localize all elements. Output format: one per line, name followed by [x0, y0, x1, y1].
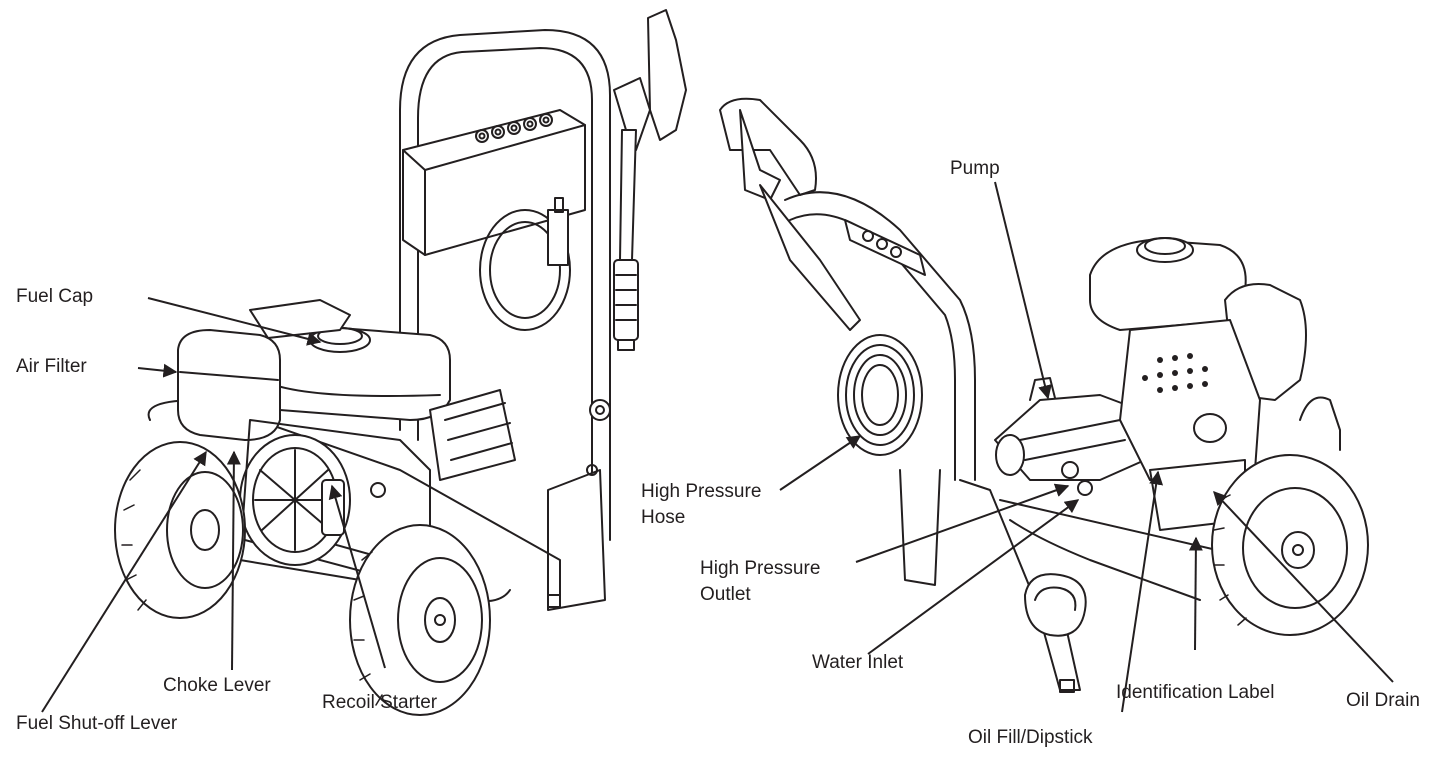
spray-gun-left [613, 9, 687, 351]
leader-fuel-shutoff [41, 450, 207, 713]
label-choke-lever: Choke Lever [163, 675, 271, 696]
wheel-left-front [114, 441, 246, 619]
leader-fuel-cap [147, 297, 322, 346]
label-high-pressure-outlet-line1: High Pressure [700, 558, 821, 579]
leader-hp-hose [779, 435, 862, 491]
frame-handle-outer [399, 29, 611, 541]
leader-pump [994, 181, 1052, 400]
label-recoil-starter: Recoil Starter [322, 692, 438, 713]
leader-recoil [328, 484, 386, 669]
hose-reel-right [837, 334, 923, 456]
leader-choke [226, 450, 241, 671]
label-fuel-shutoff-lever: Fuel Shut-off Lever [16, 713, 178, 734]
label-high-pressure-hose-line2: Hose [641, 507, 686, 528]
leader-air-filter [137, 363, 178, 378]
label-pump: Pump [950, 158, 1000, 179]
hose-reel-left [479, 209, 571, 331]
label-fuel-cap: Fuel Cap [16, 286, 94, 307]
label-water-inlet: Water Inlet [812, 652, 904, 673]
engine-left [177, 299, 516, 581]
label-high-pressure-outlet-line2: Outlet [700, 584, 751, 605]
label-oil-fill-dipstick: Oil Fill/Dipstick [968, 727, 1093, 748]
leader-water-inlet [867, 499, 1080, 655]
label-high-pressure-hose: High Pressure Hose [641, 479, 761, 531]
leader-oil-drain [1213, 490, 1394, 683]
engine-grille [1142, 353, 1208, 393]
left-pressure-washer [114, 9, 687, 716]
label-oil-drain: Oil Drain [1346, 690, 1420, 711]
wheel-right [1211, 454, 1369, 636]
label-high-pressure-hose-line1: High Pressure [641, 481, 762, 502]
leader-hp-outlet [855, 483, 1070, 563]
right-pressure-washer [719, 97, 1369, 693]
label-air-filter: Air Filter [16, 356, 87, 377]
spray-gun-right [719, 97, 861, 331]
callout-leaders [41, 181, 1394, 713]
frame-handle-inner [417, 47, 593, 549]
label-identification-label: Identification Label [1116, 682, 1275, 703]
leader-id-label [1188, 536, 1203, 651]
nozzle-holders [475, 113, 553, 143]
leader-oil-fill [1121, 470, 1164, 713]
label-high-pressure-outlet: High Pressure Outlet [700, 556, 820, 608]
